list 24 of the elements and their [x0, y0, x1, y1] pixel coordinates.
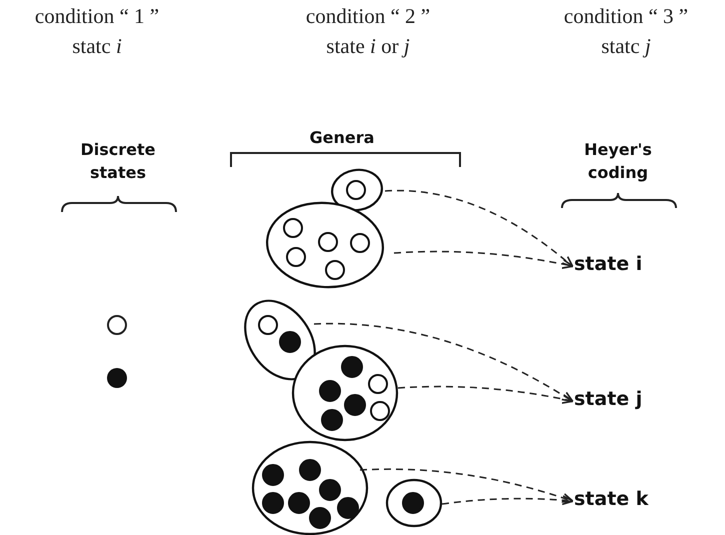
condition-label: statc i — [71, 34, 123, 59]
dashed-arrow — [384, 190, 574, 268]
dashed-arrow — [394, 250, 574, 270]
genus-ellipse-drawing — [331, 168, 383, 212]
dashed-arrow — [314, 322, 574, 402]
genus-ellipse-drawing — [244, 300, 316, 380]
state-label: state k — [574, 488, 648, 510]
column-heading: Heyer's coding — [583, 139, 653, 184]
genus-ellipse-drawing — [386, 478, 442, 528]
dashed-arrow — [360, 468, 574, 503]
condition-label: condition “ 1 ” — [34, 4, 160, 29]
dashed-arrow — [442, 495, 574, 506]
genus-ellipse-drawing — [292, 344, 398, 442]
genus-ellipse-drawing — [266, 202, 384, 288]
genus-ellipse-drawing — [252, 440, 368, 535]
state-label: state i — [574, 253, 642, 275]
condition-label: statc j — [600, 34, 652, 59]
column-heading: Discrete states — [79, 139, 156, 184]
condition-label: state i or j — [325, 34, 411, 59]
condition-label: condition “ 2 ” — [304, 4, 432, 29]
column-heading: Genera — [308, 127, 376, 149]
state-label: state j — [574, 388, 642, 410]
dashed-arrow — [398, 386, 574, 404]
condition-label: condition “ 3 ” — [562, 4, 690, 29]
